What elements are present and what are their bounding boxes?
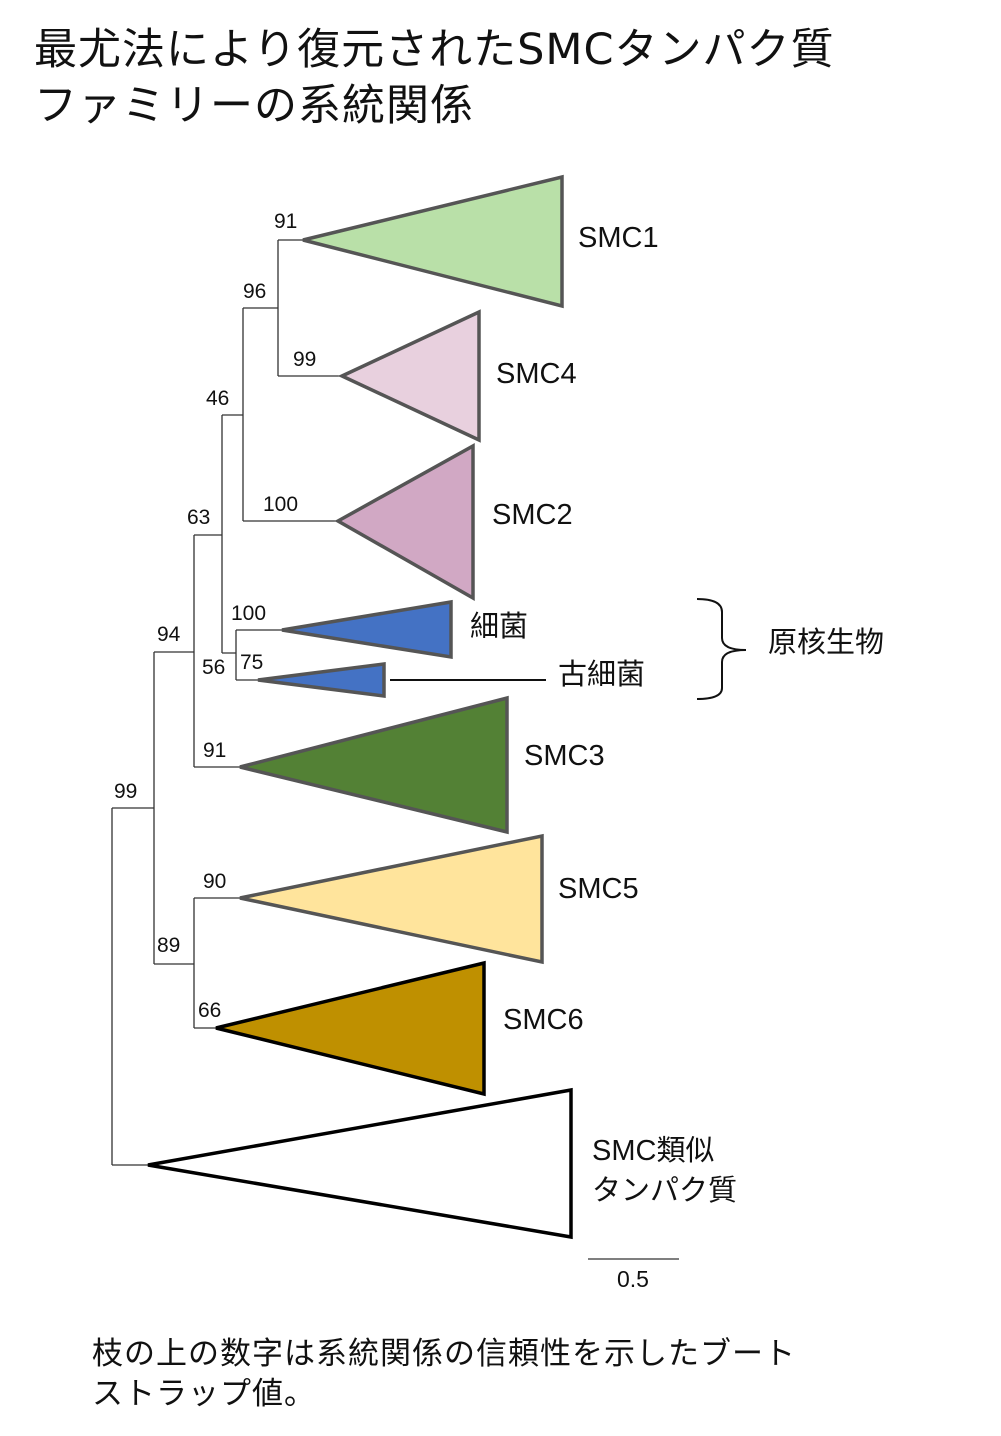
branch-91-smc1 xyxy=(277,239,342,377)
bootstrap-89: 89 xyxy=(157,934,180,957)
bootstrap-100-bacteria: 100 xyxy=(231,602,266,625)
bootstrap-91-smc1: 91 xyxy=(274,210,297,233)
triangle-smc1 xyxy=(302,174,564,309)
title-line-1: 最尤法により復元されたSMCタンパク質 xyxy=(34,25,835,75)
bootstrap-94: 94 xyxy=(157,623,181,646)
label-prokaryote: 原核生物 xyxy=(768,626,884,659)
bootstrap-63: 63 xyxy=(187,506,210,529)
bootstrap-96: 96 xyxy=(243,280,266,303)
branch-46 xyxy=(221,414,243,654)
bootstrap-99-smc4: 99 xyxy=(293,348,316,371)
bootstrap-75: 75 xyxy=(240,651,263,674)
clade-triangles xyxy=(147,174,573,1240)
tree-branches xyxy=(111,239,342,1166)
branch-root xyxy=(111,807,154,1166)
label-smc4: SMC4 xyxy=(496,358,577,390)
triangle-archaea xyxy=(257,662,386,698)
label-archaea: 古細菌 xyxy=(558,658,645,691)
bootstrap-100-smc2: 100 xyxy=(263,493,298,516)
bootstrap-90: 90 xyxy=(203,870,226,893)
figure-caption: 枝の上の数字は系統関係の信頼性を示したブート ストラップ値。 xyxy=(92,1334,972,1414)
prokaryote-brace xyxy=(696,598,747,700)
triangle-smc-like xyxy=(147,1087,573,1240)
triangle-smc4 xyxy=(337,309,481,443)
figure-title: 最尤法により復元されたSMCタンパク質 ファミリーの系統関係 xyxy=(34,22,974,134)
label-smc-like-1: SMC類似 xyxy=(592,1135,714,1167)
bootstrap-66: 66 xyxy=(198,999,221,1022)
bootstrap-56: 56 xyxy=(202,656,225,679)
label-bacteria: 細菌 xyxy=(470,610,528,643)
caption-line-2: ストラップ値。 xyxy=(92,1376,316,1412)
triangle-bacteria xyxy=(281,599,453,660)
branch-96 xyxy=(242,307,338,522)
scale-bar-label: 0.5 xyxy=(617,1266,649,1292)
triangle-smc3 xyxy=(239,695,509,835)
branch-94 xyxy=(153,651,194,965)
bootstrap-root: 99 xyxy=(114,780,137,803)
bootstrap-values: 99 94 89 90 66 63 91 46 56 100 75 96 100… xyxy=(114,210,316,1022)
branch-56 xyxy=(235,629,282,681)
label-smc-like-2: タンパク質 xyxy=(592,1174,737,1207)
bootstrap-91-smc3: 91 xyxy=(203,739,226,762)
label-smc3: SMC3 xyxy=(524,740,605,772)
bootstrap-46: 46 xyxy=(206,387,229,410)
label-smc5: SMC5 xyxy=(558,873,639,905)
branch-63 xyxy=(193,534,240,768)
label-smc1: SMC1 xyxy=(578,222,659,254)
triangle-smc2 xyxy=(334,443,475,602)
label-smc2: SMC2 xyxy=(492,499,573,531)
clade-labels: SMC1 SMC4 SMC2 細菌 古細菌 SMC3 SMC5 SMC6 SMC… xyxy=(470,222,884,1207)
triangle-smc5 xyxy=(239,833,544,965)
branch-89 xyxy=(193,897,240,1029)
label-smc6: SMC6 xyxy=(503,1004,584,1036)
title-line-2: ファミリーの系統関係 xyxy=(34,81,474,131)
caption-line-1: 枝の上の数字は系統関係の信頼性を示したブート xyxy=(92,1336,796,1372)
triangle-smc6 xyxy=(215,960,486,1097)
